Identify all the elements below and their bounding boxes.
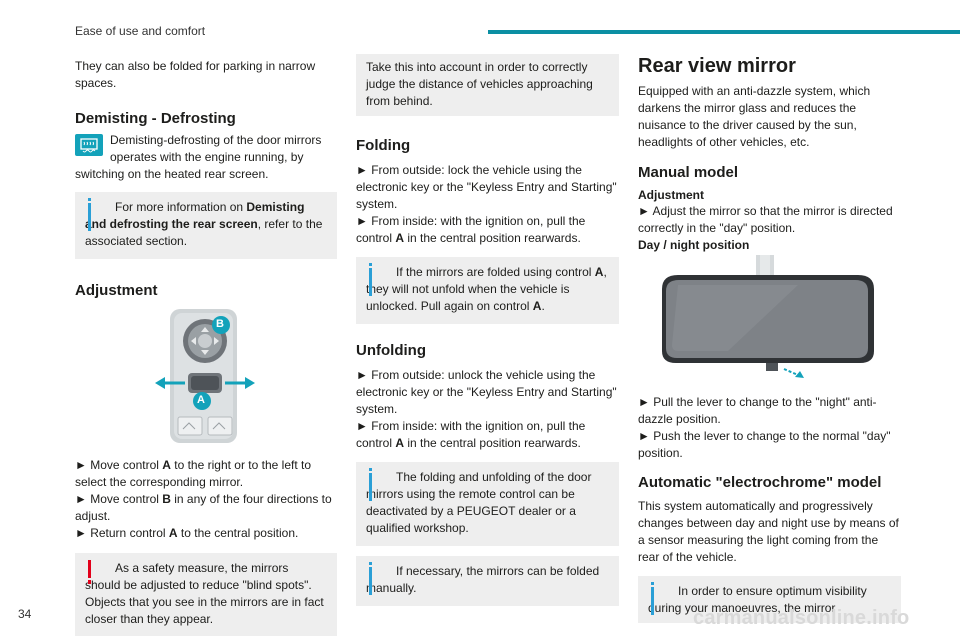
column-3: Rear view mirror Equipped with an anti-d…	[638, 54, 901, 623]
label-a: A	[197, 394, 205, 406]
info-note-folding: If the mirrors are folded using control …	[356, 257, 619, 324]
section-title: Ease of use and comfort	[75, 24, 206, 38]
folding-heading: Folding	[356, 137, 411, 154]
watermark: carmanualsonline.info	[693, 607, 910, 629]
rear-mirror-intro: Equipped with an anti-dazzle system, whi…	[638, 84, 871, 149]
folding-step-2: ► From inside: with the ignition on, pul…	[356, 214, 586, 245]
remote-note-text: The folding and unfolding of the door mi…	[366, 470, 592, 535]
distance-note-text: Take this into account in order to corre…	[366, 60, 593, 108]
visibility-note-text: In order to ensure optimum visibility du…	[648, 584, 867, 615]
warning-icon	[88, 560, 91, 578]
unfolding-heading: Unfolding	[356, 342, 426, 359]
manual-model-heading: Manual model	[638, 164, 739, 181]
info-icon	[369, 562, 372, 565]
info-note-manual-fold: If necessary, the mirrors can be folded …	[356, 556, 619, 606]
adjustment-text: ► Adjust the mirror so that the mirror i…	[638, 204, 893, 235]
step-1: ► Move control A to the right or to the …	[75, 458, 312, 489]
folding-note-text: If the mirrors are folded using control …	[366, 265, 607, 313]
info-icon	[88, 198, 91, 201]
rear-view-mirror-title: Rear view mirror	[638, 55, 796, 77]
pull-lever-text: ► Pull the lever to change to the "night…	[638, 395, 877, 426]
info-icon	[369, 468, 372, 471]
warning-note: As a safety measure, the mirrors should …	[75, 553, 337, 636]
info-note-demisting: For more information on Demisting and de…	[75, 192, 337, 259]
info-icon	[651, 582, 654, 585]
fold-intro-text: They can also be folded for parking in n…	[75, 59, 316, 90]
automatic-model-text: This system automatically and progressiv…	[638, 499, 899, 564]
label-b: B	[216, 318, 224, 330]
day-night-subheading: Day / night position	[638, 238, 750, 252]
demisting-text: Demisting-defrosting of the door mirrors…	[75, 133, 322, 181]
column-2: Take this into account in order to corre…	[356, 54, 619, 606]
unfolding-step-1: ► From outside: unlock the vehicle using…	[356, 368, 617, 416]
adjustment-heading: Adjustment	[75, 282, 158, 299]
info-note-visibility: In order to ensure optimum visibility du…	[638, 576, 901, 623]
mirror-control-illustration: B A	[75, 309, 337, 443]
header-accent-bar	[488, 30, 960, 34]
step-3: ► Return control A to the central positi…	[75, 526, 299, 540]
info-note-remote: The folding and unfolding of the door mi…	[356, 462, 619, 546]
step-2: ► Move control B in any of the four dire…	[75, 492, 332, 523]
automatic-model-heading: Automatic "electrochrome" model	[638, 474, 882, 491]
unfolding-step-2: ► From inside: with the ignition on, pul…	[356, 419, 586, 450]
info-icon	[369, 263, 372, 266]
manual-fold-note-text: If necessary, the mirrors can be folded …	[366, 564, 600, 595]
push-lever-text: ► Push the lever to change to the normal…	[638, 429, 891, 460]
warning-text: As a safety measure, the mirrors should …	[85, 561, 324, 626]
demisting-heading: Demisting - Defrosting	[75, 110, 236, 127]
folding-step-1: ► From outside: lock the vehicle using t…	[356, 163, 617, 211]
adjustment-subheading: Adjustment	[638, 188, 704, 202]
rear-mirror-illustration	[638, 255, 901, 387]
info-note-distance: Take this into account in order to corre…	[356, 54, 619, 116]
page-number: 34	[18, 607, 32, 621]
rear-defrost-icon	[75, 134, 103, 156]
column-1: They can also be folded for parking in n…	[75, 58, 337, 636]
info-note-text: For more information on Demisting and de…	[85, 200, 323, 248]
